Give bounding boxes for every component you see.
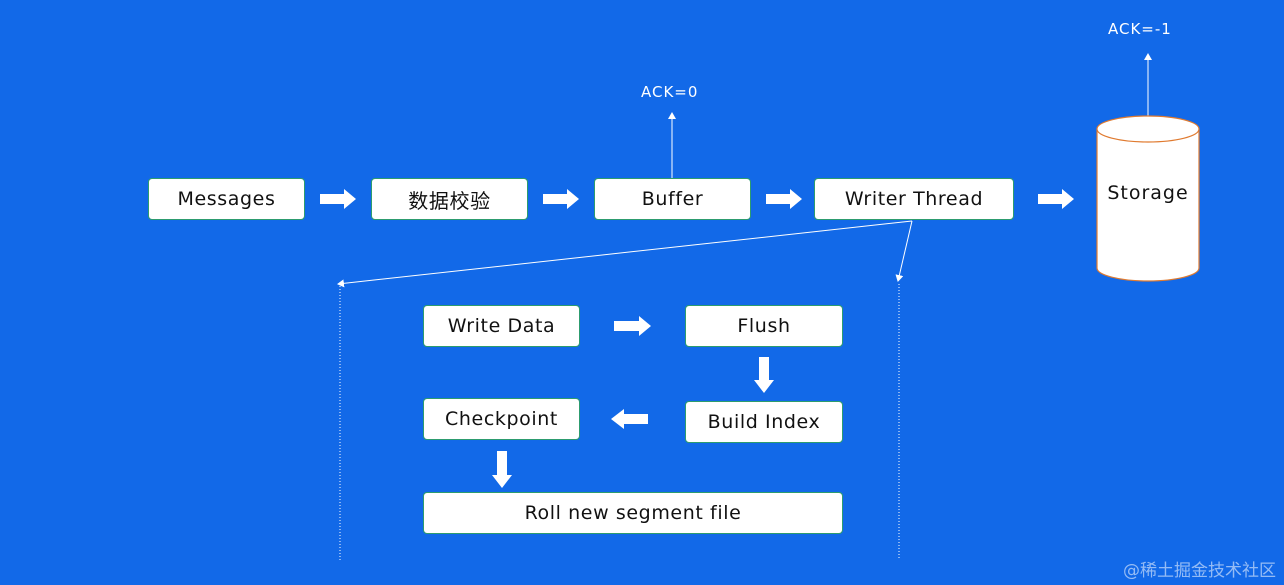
buffer-box: Buffer xyxy=(594,178,751,220)
ack-zero-label: ACK=0 xyxy=(641,83,699,101)
ack-minus-one-label: ACK=-1 xyxy=(1108,20,1172,38)
build-index-box: Build Index xyxy=(685,401,843,443)
write-data-box: Write Data xyxy=(423,305,580,347)
roll-segment-box: Roll new segment file xyxy=(423,492,843,534)
block-arrow-checkpoint-to-roll xyxy=(492,451,512,488)
block-arrow-writedata-to-flush xyxy=(614,316,651,336)
storage-label: Storage xyxy=(1107,182,1189,204)
messages-box: Messages xyxy=(148,178,305,220)
writer-thread-box: Writer Thread xyxy=(814,178,1014,220)
block-arrow-messages-to-validation xyxy=(320,189,356,209)
checkpoint-box: Checkpoint xyxy=(423,398,580,440)
flush-box: Flush xyxy=(685,305,843,347)
watermark-text: @稀土掘金技术社区 xyxy=(1123,561,1276,581)
block-arrow-buildindex-to-checkpoint xyxy=(611,409,648,429)
block-arrow-flush-to-buildindex xyxy=(754,357,774,393)
block-arrow-buffer-to-writer xyxy=(766,189,802,209)
storage-cylinder xyxy=(1096,115,1200,282)
validation-box: 数据校验 xyxy=(371,178,528,220)
block-arrow-validation-to-buffer xyxy=(543,189,579,209)
zoom-line-right xyxy=(895,220,913,282)
zoom-line-left xyxy=(337,220,913,288)
block-arrow-writer-to-storage xyxy=(1038,189,1074,209)
